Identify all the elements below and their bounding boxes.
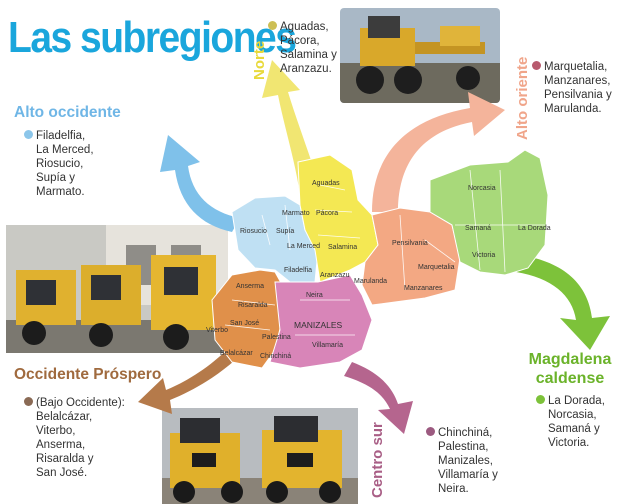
map-label-anserma: Anserma (236, 283, 265, 290)
map-label-supia: Supía (276, 228, 295, 235)
map-label-marulanda: Marulanda (354, 278, 388, 285)
centro-sur-bullet (426, 427, 435, 436)
alto-oriente-bullet (532, 61, 541, 70)
occidente-bullet (24, 397, 33, 406)
map-label-pensilvania: Pensilvania (392, 240, 428, 247)
map-label-victoria: Victoria (472, 252, 496, 259)
map-label-la-dorada: La Dorada (518, 225, 551, 232)
machinery-photo-left (6, 225, 228, 353)
map-region-centro-sur (269, 274, 373, 369)
centro-sur-arrow (344, 362, 413, 434)
norte-region-name: Norte (251, 40, 268, 80)
norte-bullet (268, 21, 277, 30)
occidente-municipalities: (Bajo Occidente): Belalcázar, Viterbo, A… (24, 396, 125, 480)
alto-occidente-municipalities: Filadelfia, La Merced, Riosucio, Supía y… (24, 129, 94, 199)
map-label-aguadas: Aguadas (312, 180, 340, 187)
alto-occidente-arrow (160, 135, 240, 232)
map-label-salamina: Salamina (328, 244, 358, 251)
map-region-magdalena (429, 149, 549, 276)
page-title: Las subregiones (8, 14, 297, 63)
map-label-villamaria: Villamaría (312, 342, 343, 349)
map-label-marmato: Marmato (282, 210, 310, 217)
map-label-viterbo: Viterbo (206, 327, 229, 334)
map-label-manzanares: Manzanares (404, 285, 443, 292)
map-label-pacora: Pácora (316, 210, 339, 217)
map-label-norcasia: Norcasia (468, 185, 496, 192)
centro-sur-region-name: Centro sur (369, 422, 386, 498)
machinery-photo-bottom (162, 408, 358, 504)
occidente-arrow (138, 335, 250, 414)
map-label-palestina: Palestina (262, 334, 291, 341)
alto-oriente-arrow (372, 92, 505, 212)
alto-oriente-region-name: Alto oriente (514, 56, 531, 140)
machinery-photo-top (340, 8, 500, 103)
norte-municipalities: Aguadas, Pácora, Salamina y Aranzazu. (268, 20, 337, 76)
map-label-risaralda: Risaralda (238, 302, 268, 309)
map-label-san-jose: San José (230, 320, 260, 327)
map-label-neira: Neira (306, 292, 323, 299)
alto-occidente-region-name: Alto occidente (14, 104, 121, 121)
magdalena-bullet (536, 395, 545, 404)
occidente-region-name: Occidente Próspero (14, 366, 162, 383)
map-label-belalcazar: Belalcázar (220, 350, 253, 357)
map-label-la-merced: La Merced (287, 243, 321, 250)
magdalena-region-name: Magdalena caldense (528, 351, 612, 387)
map-region-alto-occidente (231, 195, 319, 283)
alto-oriente-municipalities: Marquetalia, Manzanares, Pensilvania y M… (532, 60, 612, 116)
map-label-aranzazu: Aranzazu (320, 272, 350, 279)
magdalena-arrow (516, 255, 610, 350)
magdalena-municipalities: La Dorada, Norcasia, Samaná y Victoria. (536, 394, 605, 450)
map-label-manizales: MANIZALES (294, 320, 343, 330)
map-label-filadelfia: Filadelfia (284, 267, 313, 274)
map-label-chinchina: Chinchiná (260, 353, 292, 360)
centro-sur-municipalities: Chinchiná, Palestina, Manizales, Villama… (426, 426, 498, 496)
map-label-marquetalia: Marquetalia (418, 264, 455, 271)
map-label-samana: Samaná (465, 225, 492, 232)
map-label-riosucio: Riosucio (240, 228, 267, 235)
alto-occidente-bullet (24, 130, 33, 139)
